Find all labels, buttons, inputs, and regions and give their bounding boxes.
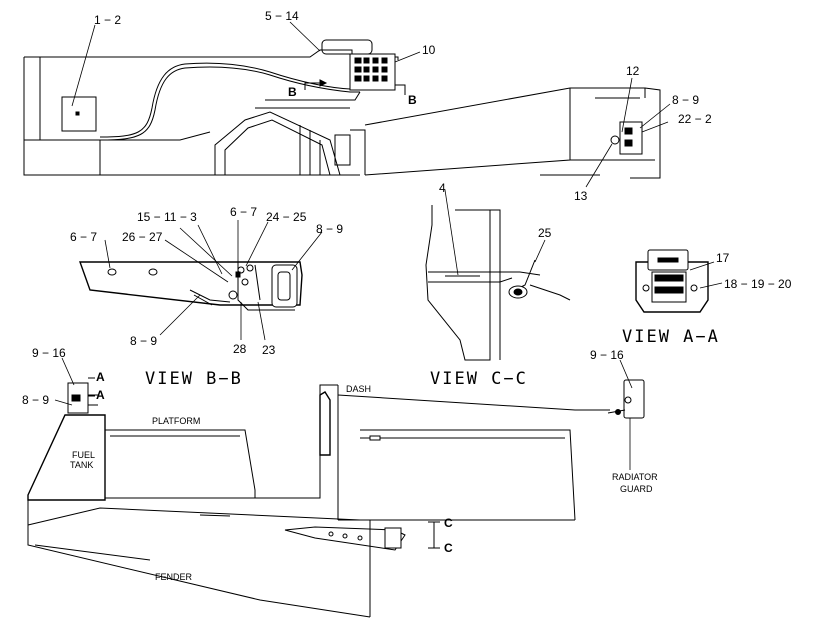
platform-label: PLATFORM — [152, 416, 200, 426]
section-marker-a-lower: A — [96, 388, 105, 402]
callout-4: 4 — [439, 181, 446, 195]
callout-labels: 1 − 2 5 − 14 10 12 8 − 9 22 − 2 13 B B 1… — [22, 9, 792, 555]
view-cc-title: VIEW C−C — [430, 369, 528, 389]
callout-26-27: 26 − 27 — [122, 230, 163, 244]
callout-15-11-3: 15 − 11 − 3 — [137, 210, 197, 224]
view-bb-drawing — [79, 220, 323, 341]
fender-label: FENDER — [155, 572, 193, 582]
section-marker-c-upper: C — [444, 516, 453, 530]
dash-label: DASH — [346, 384, 371, 394]
section-marker-b-lower: B — [408, 93, 417, 107]
view-aa-title: VIEW A−A — [622, 327, 720, 347]
section-marker-c-lower: C — [444, 541, 453, 555]
section-marker-a-upper: A — [96, 370, 105, 384]
callout-8-9-low: 8 − 9 — [130, 334, 157, 348]
section-marker-b-upper: B — [288, 85, 297, 99]
callout-8-9-left: 8 − 9 — [22, 393, 49, 407]
panel-switches — [354, 57, 388, 82]
callout-8-9-top: 8 − 9 — [672, 93, 699, 107]
callout-5-14: 5 − 14 — [265, 9, 299, 23]
top-machine-view — [23, 21, 671, 188]
view-aa-drawing — [635, 249, 723, 313]
callout-12: 12 — [626, 64, 640, 78]
radiator-guard-label-line2: GUARD — [620, 484, 653, 494]
callout-23: 23 — [262, 343, 276, 357]
callout-6-7-mid: 6 − 7 — [230, 205, 257, 219]
callout-24-25: 24 − 25 — [266, 210, 307, 224]
view-titles: VIEW A−A VIEW B−B VIEW C−C — [145, 327, 720, 389]
callout-1-2: 1 − 2 — [94, 13, 121, 27]
callout-9-16-left: 9 − 16 — [32, 346, 66, 360]
callout-22-2: 22 − 2 — [678, 112, 712, 126]
radiator-guard-label-line1: RADIATOR — [612, 472, 658, 482]
view-cc-drawing — [425, 189, 571, 361]
callout-25: 25 — [538, 226, 552, 240]
part-labels: DASH PLATFORM FUEL TANK RADIATOR GUARD F… — [70, 384, 658, 582]
callout-9-16-right: 9 − 16 — [590, 348, 624, 362]
view-bb-title: VIEW B−B — [145, 369, 243, 389]
callout-28: 28 — [233, 342, 247, 356]
callout-17: 17 — [716, 251, 730, 265]
fuel-tank-label-line2: TANK — [70, 460, 93, 470]
callout-18-19-20: 18 − 19 − 20 — [724, 277, 792, 291]
callout-13: 13 — [574, 189, 588, 203]
callout-8-9-right: 8 − 9 — [316, 222, 343, 236]
fuel-tank-label-line1: FUEL — [72, 450, 95, 460]
bottom-machine-view — [27, 357, 645, 618]
callout-10: 10 — [422, 43, 436, 57]
callout-6-7-left: 6 − 7 — [70, 230, 97, 244]
